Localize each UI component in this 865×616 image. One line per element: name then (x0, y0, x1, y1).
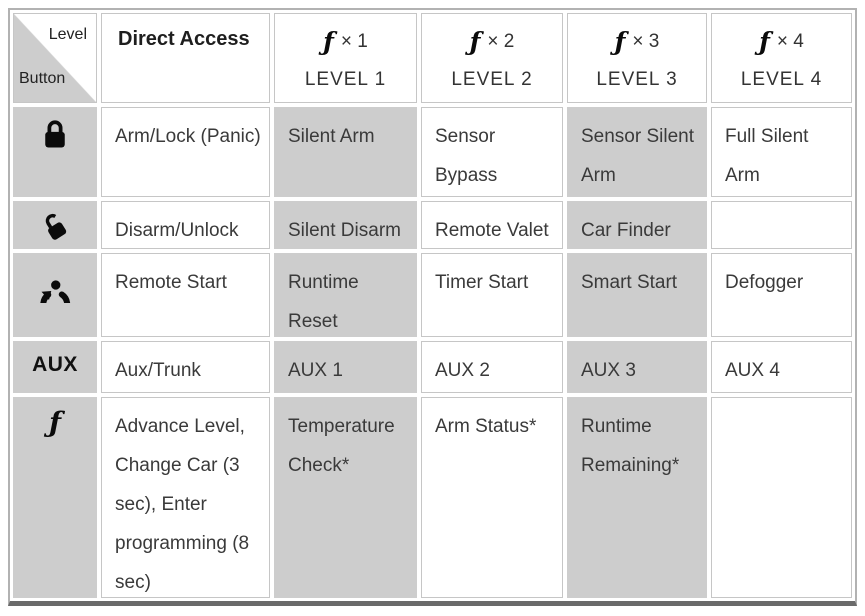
cell-r4-level-3: AUX 3 (567, 341, 707, 393)
cell-r3-level-4: Defogger (711, 253, 852, 337)
header-presses-2: ƒ × 2 (422, 29, 562, 54)
corner-cell: Level Button (13, 13, 97, 103)
cell-r5-level-3: Runtime Remaining* (567, 397, 707, 598)
level-label: LEVEL 2 (451, 69, 533, 90)
header-presses-1: ƒ × 1 (275, 29, 416, 54)
cell-r1-level-3: Sensor Silent Arm (567, 107, 707, 197)
cell-r3-level-2: Timer Start (421, 253, 563, 337)
cell-r4-direct-access: Aux/Trunk (101, 341, 270, 393)
cell-r5-level-2: Arm Status* (421, 397, 563, 598)
function-key-icon: ƒ (759, 27, 770, 56)
press-count-label: × 4 (776, 31, 804, 52)
function-key-icon: ƒ (469, 27, 481, 56)
button-cell-remote-start (13, 253, 97, 337)
header-level-1: ƒ × 1 LEVEL 1 (274, 13, 417, 103)
cell-r2-level-3: Car Finder (567, 201, 707, 249)
cell-r1-level-1: Silent Arm (274, 107, 417, 197)
function-key-icon: ƒ (48, 406, 62, 439)
lock-icon (45, 120, 65, 148)
cell-r4-level-1: AUX 1 (274, 341, 417, 393)
button-cell-unlock (13, 201, 97, 249)
header-level-4: ƒ × 4 LEVEL 4 (711, 13, 852, 103)
header-level-3: ƒ × 3 LEVEL 3 (567, 13, 707, 103)
cell-r3-level-3: Smart Start (567, 253, 707, 337)
cell-r2-level-2: Remote Valet (421, 201, 563, 249)
header-presses-4: ƒ × 4 (712, 29, 851, 54)
button-cell-lock (13, 107, 97, 197)
header-level-2: ƒ × 2 LEVEL 2 (421, 13, 563, 103)
press-count-label: × 2 (487, 31, 515, 52)
cell-r2-level-1: Silent Disarm (274, 201, 417, 249)
cell-r2-level-4 (711, 201, 852, 249)
cell-r1-level-2: Sensor Bypass (421, 107, 563, 197)
header-direct-access: Direct Access (101, 13, 270, 103)
level-label: LEVEL 3 (596, 69, 678, 90)
button-cell-aux: AUX (13, 341, 97, 393)
remote-start-icon (40, 280, 71, 303)
corner-button-label: Button (19, 70, 66, 87)
function-table-grid: Level Button Direct Access ƒ× 1 LEVEL 1 … (13, 13, 852, 598)
level-label: LEVEL 1 (304, 69, 387, 90)
cell-r3-direct-access: Remote Start (101, 253, 270, 337)
press-count-label: × 1 (340, 31, 368, 52)
cell-r2-direct-access: Disarm/Unlock (101, 201, 270, 249)
button-cell-function: ƒ (13, 397, 97, 598)
cell-r4-level-2: AUX 2 (421, 341, 563, 393)
cell-r5-level-1: Temperature Check* (274, 397, 417, 598)
header-presses-3: ƒ × 3 (568, 29, 706, 54)
aux-button-label: AUX (32, 353, 78, 376)
press-count-label: × 3 (632, 31, 660, 52)
cell-r5-direct-access: Advance Level, Change Car (3 sec), Enter… (101, 397, 270, 598)
cell-r1-direct-access: Arm/Lock (Panic) (101, 107, 270, 197)
cell-r4-level-4: AUX 4 (711, 341, 852, 393)
cell-r1-level-4: Full Silent Arm (711, 107, 852, 197)
unlock-icon (45, 213, 67, 240)
function-table: Level Button Direct Access ƒ× 1 LEVEL 1 … (8, 8, 857, 606)
cell-r5-level-4 (711, 397, 852, 598)
function-key-icon: ƒ (614, 27, 626, 56)
level-label: LEVEL 4 (740, 69, 823, 90)
cell-r3-level-1: Runtime Reset (274, 253, 417, 337)
function-key-icon: ƒ (323, 27, 334, 56)
corner-level-label: Level (48, 26, 87, 43)
